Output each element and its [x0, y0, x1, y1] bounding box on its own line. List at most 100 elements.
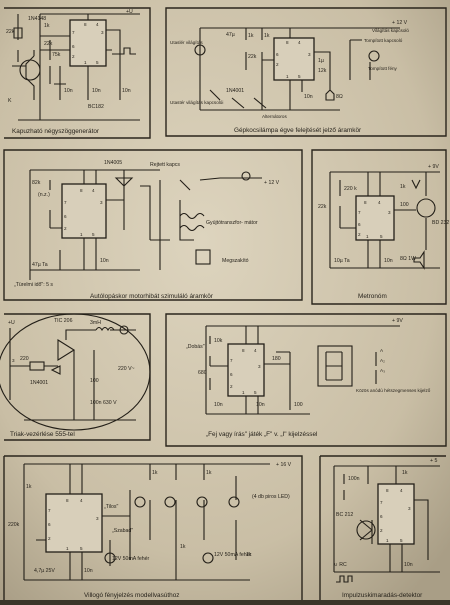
p7-r2: 220k	[8, 522, 20, 528]
p7-leds: (4 db piros LED)	[252, 494, 290, 500]
p1-diode: 1N4148	[28, 16, 46, 22]
p8-c2: 10n	[404, 562, 413, 568]
p5-coil: 3mH	[90, 320, 101, 326]
led-1-icon	[134, 496, 146, 508]
p8-input: ∪ RC	[334, 562, 347, 568]
p2-pin6: 6	[276, 52, 279, 57]
p7-title: Villogó fényjelzés modellvasúthoz	[84, 592, 179, 599]
p1-pin6: 6	[72, 44, 75, 49]
p2-r1: 1k	[248, 33, 254, 39]
p3-r1: 82k	[32, 180, 41, 186]
p5-r2: 100	[90, 378, 99, 384]
p1-pin4: 4	[96, 22, 99, 27]
p6-pin1: 1	[242, 390, 245, 395]
p2-ct: 1µ	[318, 58, 324, 64]
p1-pin7: 7	[72, 30, 75, 35]
p8-pin3: 3	[408, 506, 411, 511]
ic-555-4	[355, 195, 395, 241]
p1-c3: 10n	[122, 88, 131, 94]
p1-pin1: 1	[84, 60, 87, 65]
p3-pin1: 1	[80, 232, 83, 237]
panel-metronome: + 9V 220 k 22k 1k 100 10µ Ta 10n BD 232 …	[311, 149, 449, 305]
ic-555-6	[227, 343, 265, 397]
p6-c2: 10n	[256, 402, 265, 408]
p4-pin1: 1	[366, 234, 369, 239]
panel-car-lamp-warning: + 12 V 47µ 1k 22k 1k 12k 10n 1µ 1N4001 8…	[165, 7, 447, 137]
p6-seg-a: A	[380, 348, 384, 353]
p5-c1: 100n 630 V	[90, 400, 117, 406]
led-4-icon	[228, 496, 240, 508]
p2-pin2: 2	[276, 62, 279, 67]
ic-555-1	[69, 19, 107, 67]
p2-lamp1: Utaslér világítás	[170, 40, 203, 45]
breaker-symbol	[195, 249, 211, 265]
p7-szabad: „Szabad"	[112, 528, 133, 534]
p1-title: Kapuzható négyszöggenerátor	[12, 128, 100, 135]
p3-plug: Megszakító	[222, 258, 249, 264]
p3-supply: + 12 V	[264, 180, 280, 186]
p2-spk: 8Ω	[336, 94, 343, 100]
speaker-icon	[413, 250, 425, 270]
p6-pin2: 2	[230, 384, 233, 389]
p6-supply: + 9V	[392, 318, 403, 324]
p2-pin4: 4	[298, 40, 301, 45]
p2-cout: 10n	[304, 94, 313, 100]
p7-supply: + 16 V	[276, 462, 292, 468]
p7-pin3: 3	[96, 516, 99, 521]
p7-r5: 1k	[180, 544, 186, 550]
p7-c1: 4,7µ 25V	[34, 568, 55, 574]
p7-pin5: 5	[80, 546, 83, 551]
p1-pin3: 3	[101, 30, 104, 35]
p2-title: Gépkocsilámpa égve felejtését jelző áram…	[234, 127, 362, 134]
p2-pin5: 5	[298, 74, 301, 79]
p2-r3: 1k	[264, 33, 270, 39]
p4-pin2: 2	[358, 232, 361, 237]
panel-anti-theft: 1N4005 (n.z.) 82k 47µ Ta 10n Rejtett kap…	[3, 149, 303, 301]
p6-pin6: 6	[230, 372, 233, 377]
p8-pin5: 5	[400, 538, 403, 543]
p1-pin2: 2	[72, 54, 75, 59]
p3-c1: 47µ Ta	[32, 262, 48, 268]
panel-triac-555: TIC 206 3mH 220 1N4001 100 100n 630 V 22…	[0, 313, 151, 441]
p6-pin4: 4	[254, 348, 257, 353]
p8-r1: 1k	[402, 470, 408, 476]
p1-plus: +U	[126, 9, 133, 15]
p4-supply: + 9V	[428, 164, 439, 170]
seven-segment-display	[317, 345, 353, 387]
p7-lamp2: 12V 50mA fehér	[214, 552, 251, 558]
p3-coil: Gyújtótranszfor- mátor	[206, 220, 258, 226]
p6-r1: 10k	[214, 338, 223, 344]
panel-pulse-loss-detector: + 5 1k 100n 10n BC 212 ∪ RC 8 4 7 6 2 1 …	[319, 455, 446, 600]
p4-r1: 220 k	[344, 186, 357, 192]
ic-555-8	[377, 483, 415, 545]
lamp-load-icon	[119, 325, 129, 335]
panel-model-railway-signal: + 16 V 1k 220k 1k 1k 1k 1k 4,7µ 25V 10n …	[3, 455, 303, 600]
resistor-220	[29, 361, 45, 371]
p3-diode: 1N4005	[104, 160, 122, 166]
p1-r2: 1k	[44, 23, 50, 29]
p4-r4: 100	[400, 202, 409, 208]
p4-r3: 1k	[400, 184, 406, 190]
panel-heads-or-tails: + 9V 10k 680 180 100 10n 10n „Dobás" Köz…	[165, 313, 447, 447]
p8-c1: 100n	[348, 476, 360, 482]
p3-ic-note: (n.z.)	[38, 192, 50, 198]
p1-pin8: 8	[84, 22, 87, 27]
p2-lamp2: Tompított fény	[368, 66, 398, 71]
transistor-symbol	[19, 59, 41, 81]
p4-pin4: 4	[378, 200, 381, 205]
p6-button: „Dobás"	[186, 344, 205, 350]
p3-pin7: 7	[64, 200, 67, 205]
power-transistor-symbol	[416, 198, 436, 218]
ic-555-3	[61, 183, 107, 239]
p3-key: Rejtett kapcs	[150, 162, 180, 168]
p6-title: „Fej vagy írás" játék „F" v. „I" kijelzé…	[206, 431, 317, 438]
p2-diode: 1N4001	[226, 88, 244, 94]
p2-sw1: Tompított kapcsoló	[364, 38, 403, 43]
p4-title: Metronóm	[358, 293, 387, 300]
p4-bd: BD 232	[432, 220, 449, 226]
p4-pin8: 8	[364, 200, 367, 205]
p4-pin6: 6	[358, 222, 361, 227]
p6-seg-b: A₂	[380, 358, 385, 363]
hidden-key-icon	[241, 171, 251, 181]
